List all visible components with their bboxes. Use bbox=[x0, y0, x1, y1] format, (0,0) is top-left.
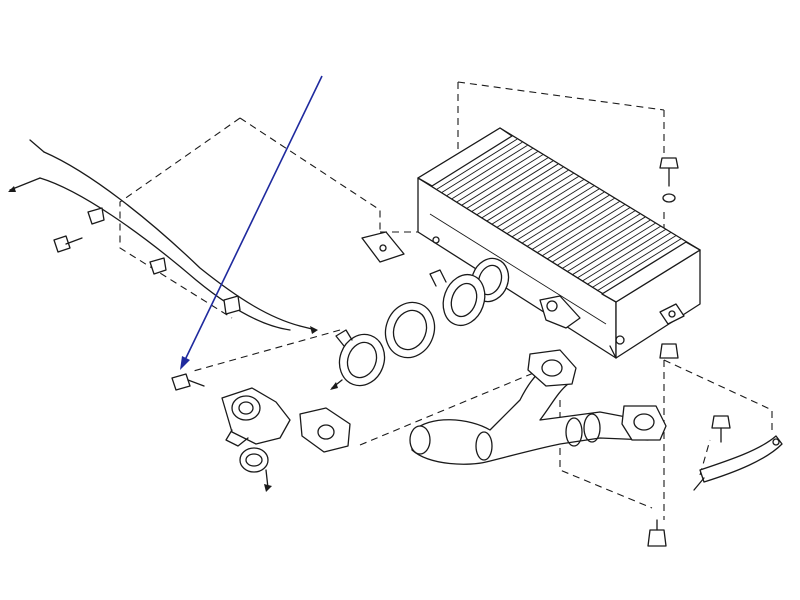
intake-duct bbox=[409, 349, 667, 465]
fin-line bbox=[481, 166, 564, 219]
fin-line bbox=[586, 232, 671, 285]
fin-line bbox=[446, 144, 528, 196]
fin-line bbox=[576, 226, 661, 279]
fin-line bbox=[436, 138, 518, 190]
fin-line bbox=[441, 141, 523, 193]
fin-line bbox=[506, 182, 590, 235]
support-rods bbox=[8, 139, 318, 334]
fin-line bbox=[581, 229, 666, 282]
callout-arrow bbox=[180, 75, 323, 370]
fin-line bbox=[491, 173, 574, 225]
fasteners-right bbox=[647, 157, 783, 547]
fin-line bbox=[556, 213, 641, 266]
assembly-guide-lines bbox=[119, 81, 773, 520]
fin-line bbox=[471, 160, 554, 212]
fin-line bbox=[561, 216, 646, 269]
fin-line bbox=[501, 179, 584, 231]
fin-line bbox=[496, 176, 579, 228]
fin-line bbox=[536, 201, 620, 254]
fin-line bbox=[486, 169, 569, 222]
bracket-plate bbox=[361, 231, 405, 263]
fin-line bbox=[571, 222, 656, 276]
fin-line bbox=[511, 185, 595, 238]
fin-line bbox=[476, 163, 559, 215]
intercooler-fins bbox=[436, 138, 682, 292]
fin-line bbox=[541, 204, 625, 257]
fin-line bbox=[596, 238, 682, 292]
fin-line bbox=[566, 219, 651, 273]
fin-line bbox=[461, 154, 543, 206]
fin-line bbox=[456, 151, 538, 203]
fin-line bbox=[551, 210, 636, 263]
coupler-hose-set bbox=[330, 269, 486, 390]
fin-line bbox=[591, 235, 677, 289]
fin-line bbox=[531, 197, 615, 250]
fin-line bbox=[516, 188, 600, 241]
fin-line bbox=[451, 148, 533, 200]
fin-line bbox=[546, 207, 630, 260]
bypass-valve-assembly bbox=[171, 373, 351, 492]
fin-line bbox=[466, 157, 549, 209]
fin-line bbox=[521, 191, 605, 244]
fin-line bbox=[526, 194, 610, 247]
